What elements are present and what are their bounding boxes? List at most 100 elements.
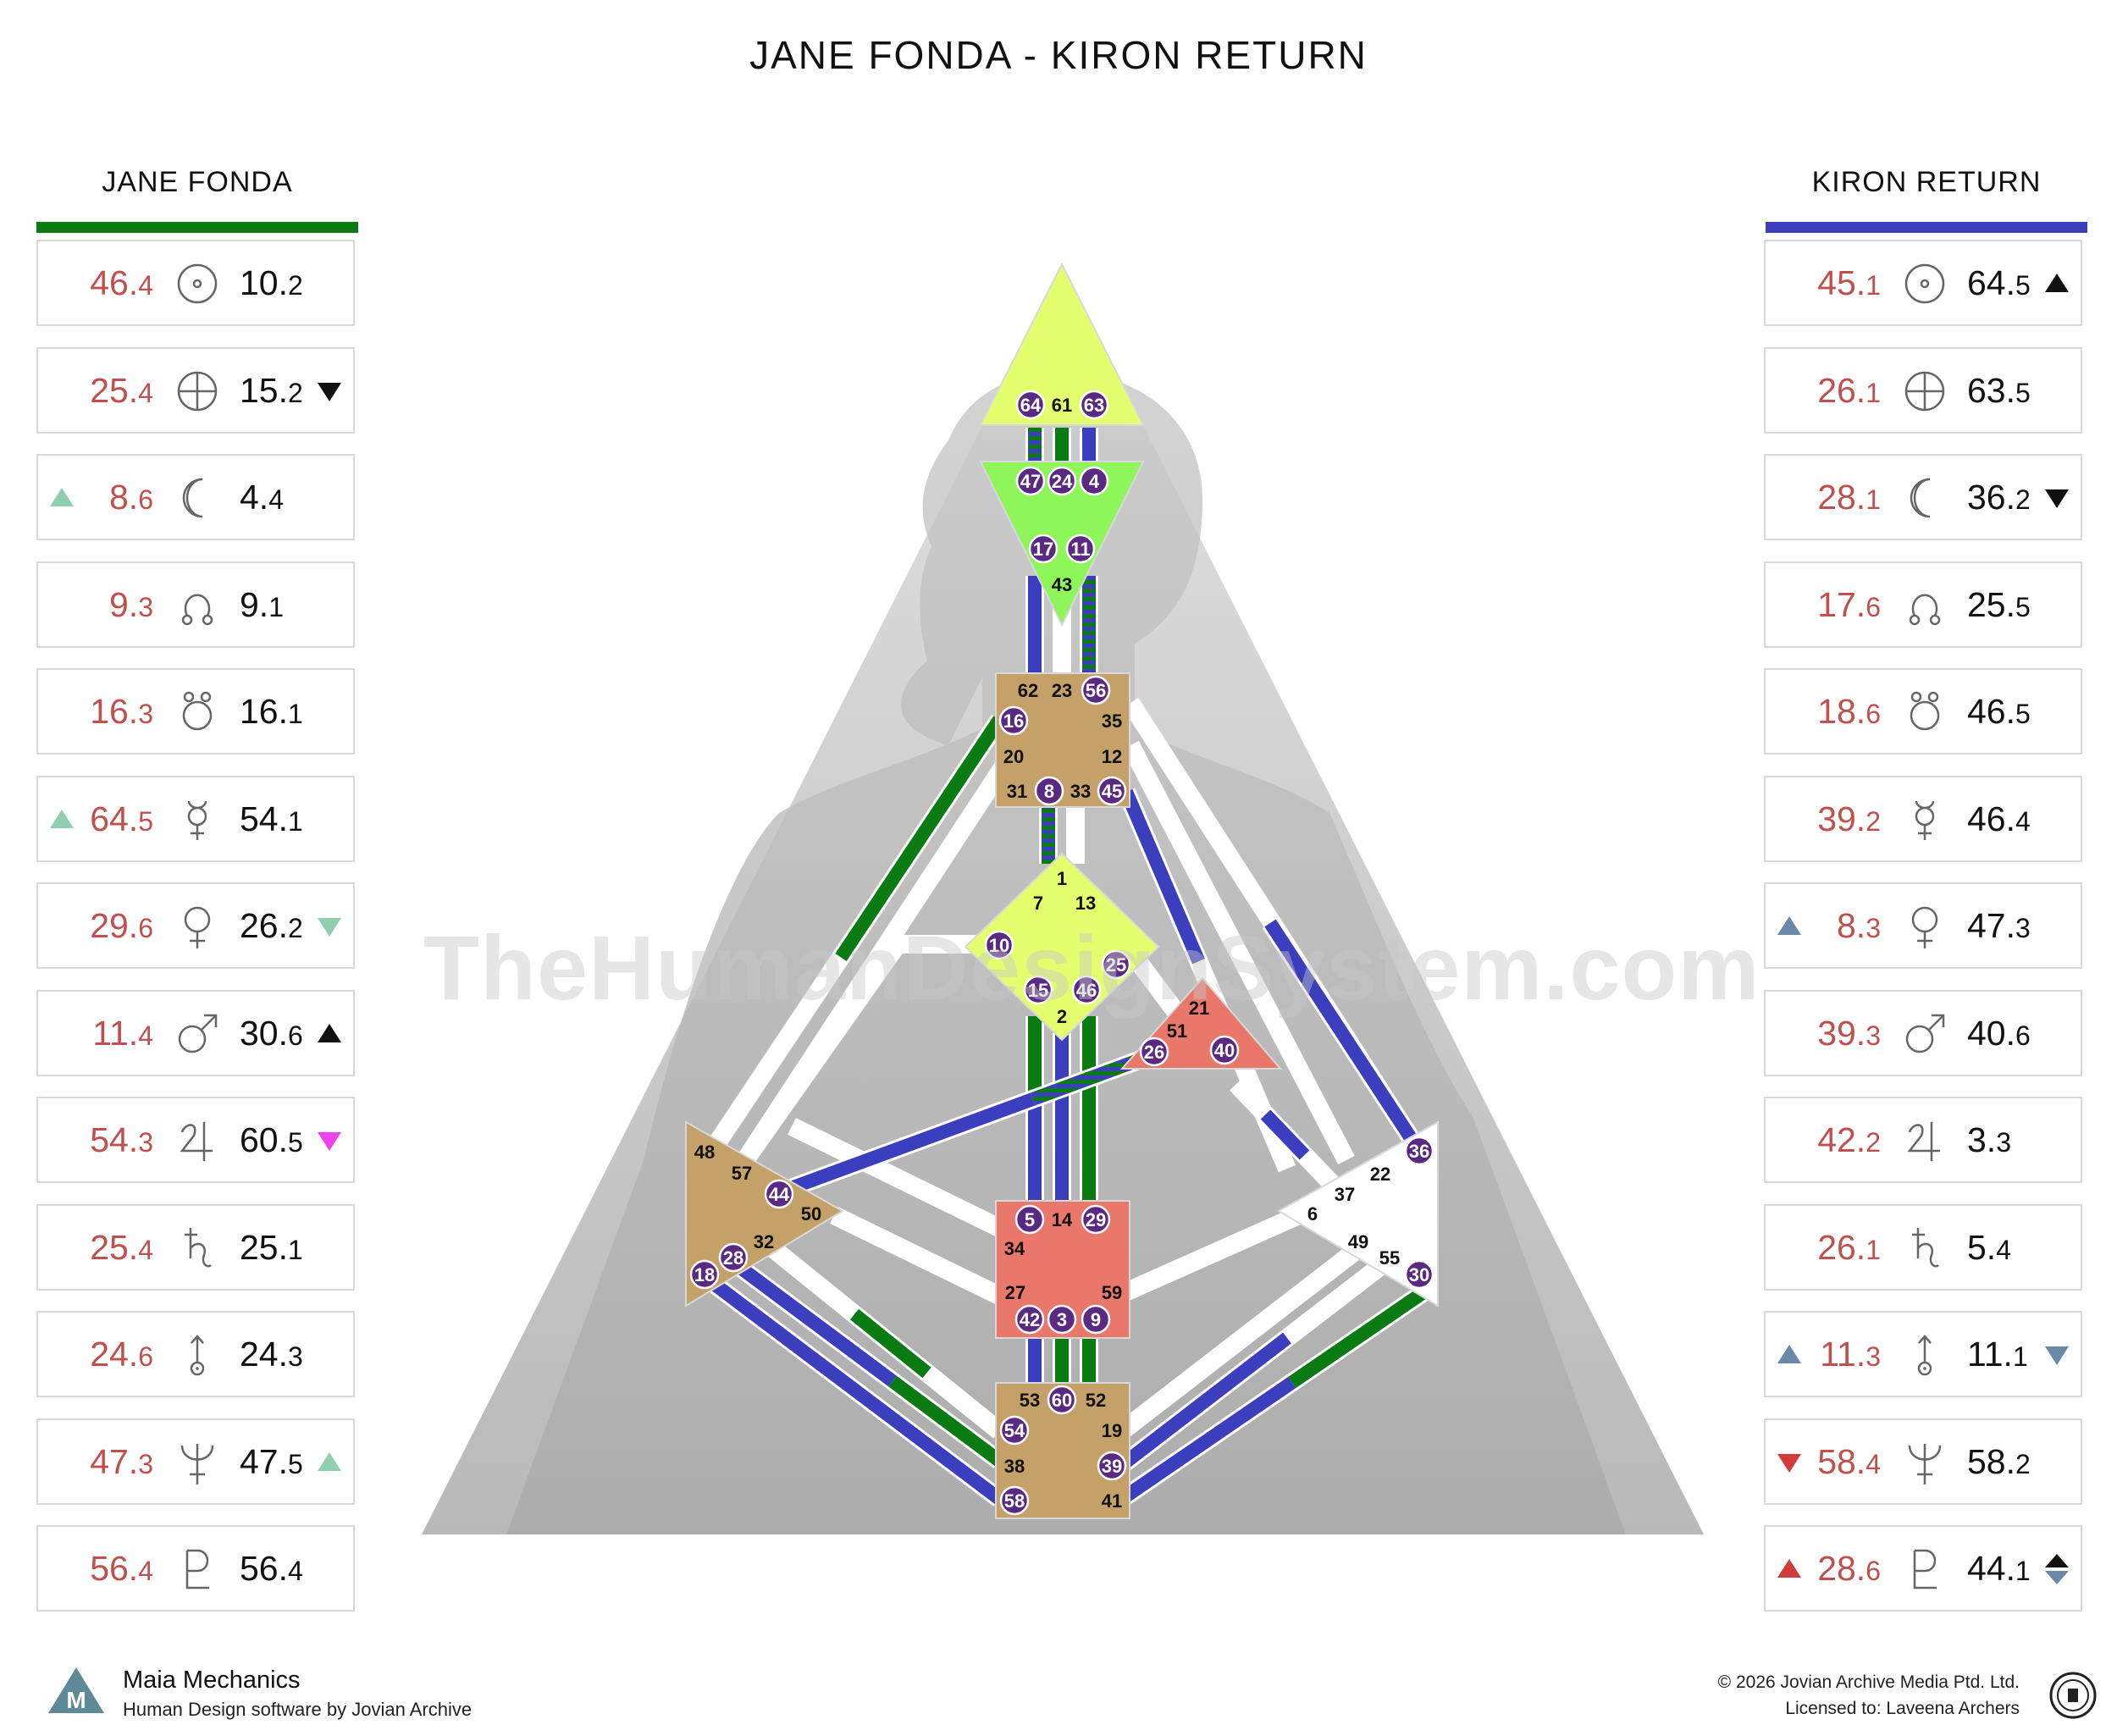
design-activation-value: 64.5: [90, 799, 153, 839]
design-activation-value: 58.4: [1817, 1442, 1881, 1482]
line-number: 1: [268, 591, 284, 622]
channel-39-55-fill: [1118, 1332, 1291, 1471]
gate-circle: [1071, 975, 1102, 1005]
gate-circle: [764, 1179, 794, 1209]
personality-activation-value: 60.5: [240, 1120, 303, 1160]
gate-number: 46.: [1967, 692, 2015, 731]
gate-number: 4.: [240, 478, 269, 517]
line-number: 5: [2015, 699, 2031, 729]
line-number: 2: [2015, 484, 2031, 515]
design-activation-value: 28.1: [1817, 478, 1881, 517]
design-activation-value: 39.2: [1817, 799, 1881, 839]
gate-label: 32: [754, 1231, 774, 1252]
gate-circle: [1015, 390, 1046, 420]
personality-activation-value: 47.3: [1967, 906, 2031, 946]
channel-19-49: [1116, 1237, 1369, 1439]
personality-activation-value: 11.1: [1967, 1335, 2028, 1374]
design-activation-value: 25.4: [90, 1228, 153, 1268]
gate-number: 25.: [1967, 584, 2015, 624]
gate-label: 54: [1004, 1420, 1025, 1441]
activation-row: 8.3 47.3: [1764, 882, 2082, 969]
gate-label: 12: [1102, 746, 1122, 767]
gate-label: 44: [769, 1184, 790, 1205]
gate-circle: [1139, 1037, 1169, 1067]
channel-28-38-fill: [728, 1256, 897, 1387]
design-activation-value: 17.6: [1817, 585, 1881, 625]
gate-label: 60: [1052, 1390, 1072, 1411]
gate-circle: [1047, 1304, 1077, 1335]
gate-number: 60.: [240, 1120, 288, 1159]
gate-label: 28: [723, 1247, 743, 1269]
gate-label: 56: [1086, 680, 1106, 701]
gate-number: 9.: [240, 584, 269, 624]
north-node-icon: [1909, 594, 1941, 625]
personality-activation-value: 46.4: [1967, 799, 2031, 839]
gate-label: 29: [1086, 1209, 1106, 1230]
channel-32-54-fill: [849, 1308, 931, 1379]
channel-12-22: [1122, 740, 1355, 1165]
design-activation-value: 39.3: [1817, 1014, 1881, 1053]
design-activation-value: 11.4: [92, 1014, 153, 1053]
gate-number: 47.: [240, 1441, 288, 1481]
gate-label: 40: [1214, 1040, 1235, 1061]
line-number: 4: [2015, 805, 2031, 837]
gate-circle: [1047, 1385, 1077, 1415]
gate-label: 16: [1003, 710, 1024, 732]
design-activation-value: 26.1: [1817, 1228, 1881, 1268]
gate-label: 36: [1409, 1141, 1429, 1162]
gate-circle: [1047, 466, 1077, 496]
gate-label: 49: [1348, 1231, 1368, 1252]
gate-circle: [1081, 1204, 1111, 1235]
line-number: 3: [138, 1448, 153, 1479]
channel-35-36-fill-fill: [1264, 919, 1420, 1147]
line-number: 6: [138, 484, 153, 515]
mars-icon: [178, 1014, 218, 1053]
personality-activation-value: 36.2: [1967, 478, 2031, 517]
personality-activation-value: 24.3: [240, 1335, 303, 1374]
line-number: 6: [138, 913, 153, 943]
gate-circle: [1034, 776, 1064, 806]
design-activation-value: 11.3: [1820, 1335, 1881, 1374]
gate-label: 17: [1033, 539, 1053, 560]
design-activation-value: 56.4: [90, 1549, 153, 1589]
personality-activation-value: 58.2: [1967, 1442, 2031, 1482]
line-number: 5: [288, 1448, 303, 1479]
channel-28-38-fill: [888, 1375, 1003, 1467]
gate-number: 64.: [90, 799, 139, 838]
gate-number: 25.: [240, 1227, 288, 1267]
gate-label: 37: [1335, 1184, 1355, 1205]
gate-label: 3: [1057, 1309, 1067, 1330]
fixing-arrow-icon: [318, 382, 341, 401]
design-activation-value: 8.3: [1837, 906, 1881, 946]
gate-label: 47: [1020, 471, 1041, 492]
design-activation-value: 47.3: [90, 1442, 153, 1482]
sun-icon: [177, 263, 218, 304]
channel-16-48-fill: [835, 716, 1005, 961]
fixing-arrow-icon: [318, 1451, 341, 1471]
personality-activation-value: 40.6: [1967, 1014, 2031, 1053]
gate-label: 50: [801, 1203, 821, 1225]
gate-circle: [1101, 949, 1131, 980]
personality-activation-value: 30.6: [240, 1014, 303, 1053]
gate-label: 21: [1189, 998, 1209, 1019]
gate-label: 9: [1091, 1309, 1101, 1330]
line-number: 1: [288, 699, 303, 729]
gate-number: 16.: [240, 692, 288, 731]
gate-circle: [998, 705, 1029, 736]
gate-number: 26.: [240, 906, 288, 945]
gate-number: 8.: [109, 478, 139, 517]
line-number: 1: [1866, 270, 1881, 301]
design-activation-value: 29.6: [90, 906, 153, 946]
solar-plexus-center: [1276, 1120, 1439, 1308]
line-number: 3: [1996, 1127, 2011, 1158]
channel-45-21-fill: [1119, 788, 1205, 965]
gate-number: 58.: [1967, 1441, 2015, 1481]
